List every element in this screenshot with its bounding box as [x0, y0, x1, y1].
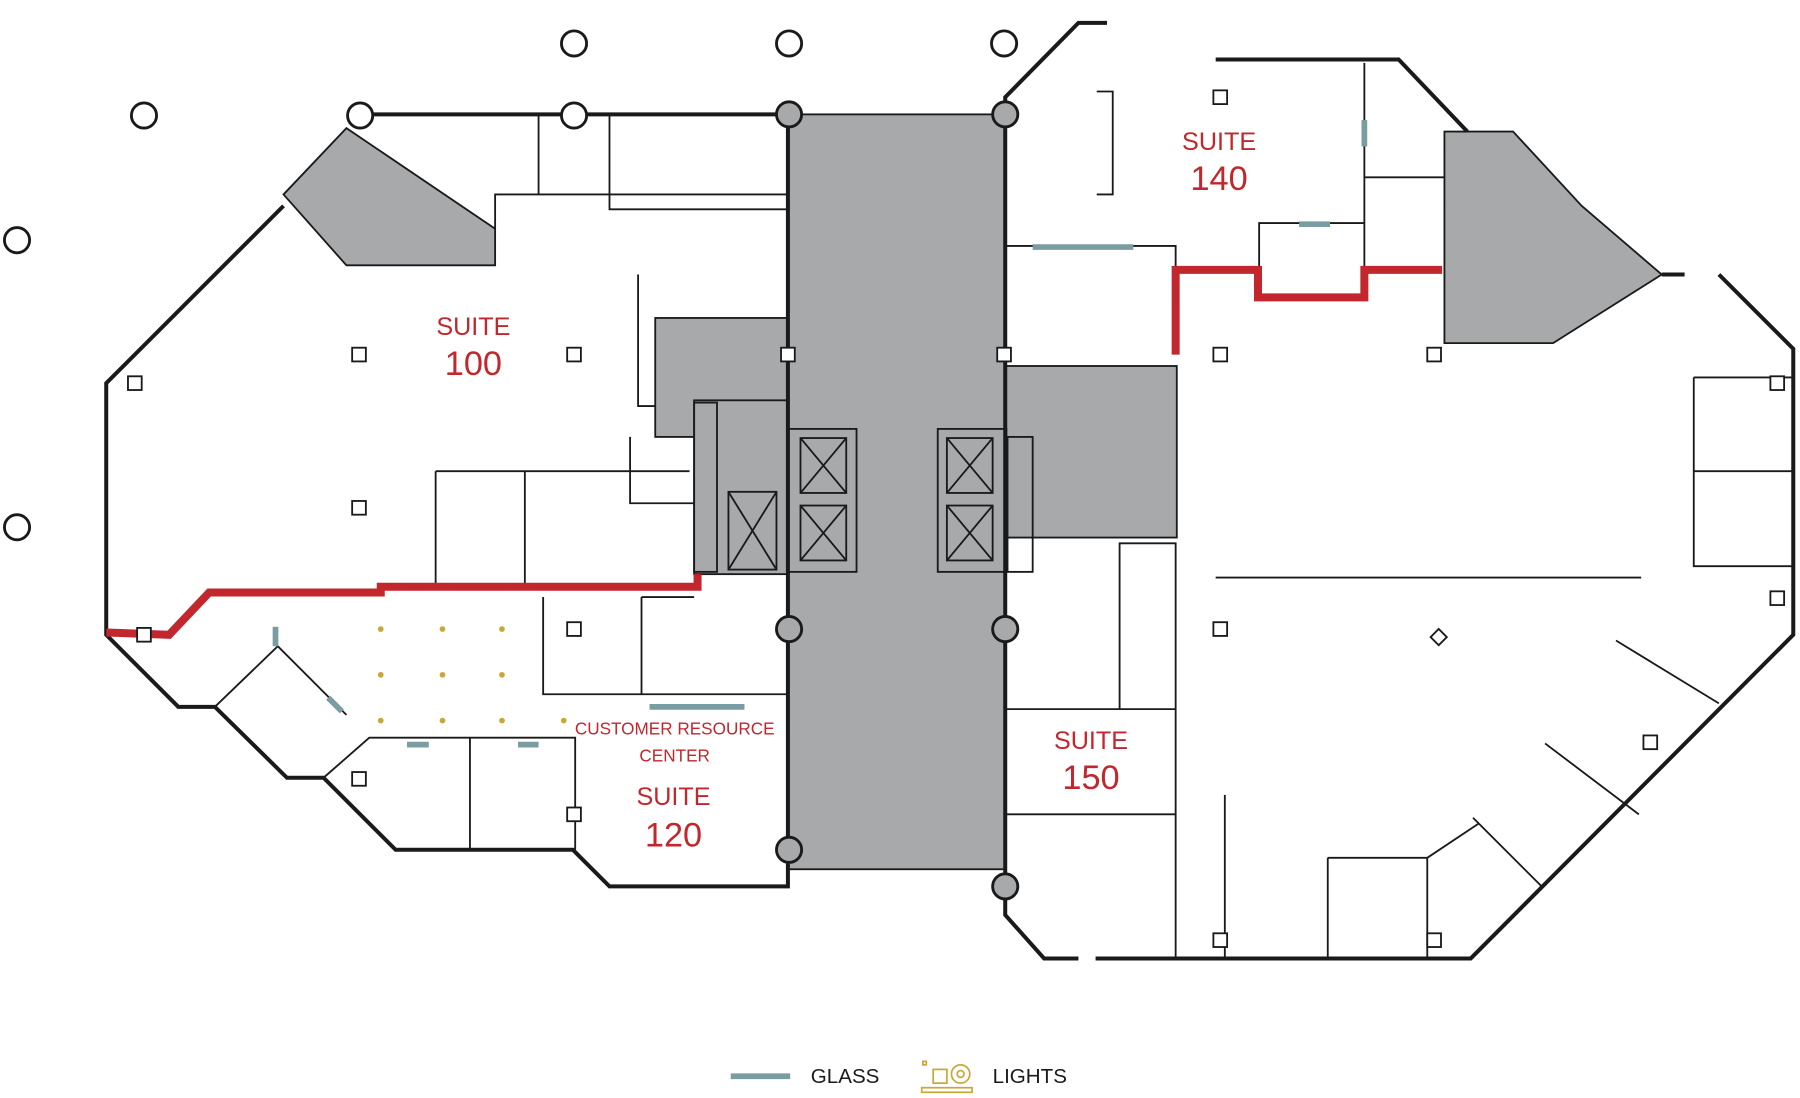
- legend: GLASS LIGHTS: [730, 1060, 1067, 1094]
- legend-glass-label: GLASS: [811, 1065, 880, 1088]
- suite-100-label: SUITE 100: [436, 313, 510, 383]
- svg-text:150: 150: [1062, 759, 1119, 797]
- suite-150-label: SUITE 150: [1054, 727, 1128, 797]
- core-service-areas: [282, 126, 1664, 576]
- glass-walls: [272, 120, 1368, 748]
- svg-text:SUITE: SUITE: [436, 313, 510, 341]
- interior-columns: [127, 89, 1786, 948]
- svg-text:120: 120: [645, 816, 702, 854]
- customer-resource-center-label: CUSTOMER RESOURCE CENTER: [575, 718, 775, 765]
- svg-text:100: 100: [445, 345, 502, 383]
- svg-text:SUITE: SUITE: [636, 783, 710, 811]
- legend-lights-label: LIGHTS: [993, 1065, 1067, 1088]
- svg-text:SUITE: SUITE: [1054, 727, 1128, 755]
- suite-boundary-right: [1171, 265, 1443, 355]
- svg-text:CUSTOMER RESOURCE: CUSTOMER RESOURCE: [575, 718, 775, 738]
- svg-text:CENTER: CENTER: [639, 746, 709, 766]
- lights-icon: [920, 1060, 973, 1094]
- suite-140-label: SUITE 140: [1182, 128, 1256, 198]
- suite-120-label: SUITE 120: [636, 783, 710, 854]
- exterior-columns: [3, 29, 1020, 901]
- lights: [377, 626, 567, 724]
- right-building-outline: [1003, 20, 1796, 961]
- elevators: [693, 401, 1034, 573]
- suite-boundary-left: [106, 574, 702, 639]
- svg-text:140: 140: [1190, 160, 1247, 198]
- svg-text:SUITE: SUITE: [1182, 128, 1256, 156]
